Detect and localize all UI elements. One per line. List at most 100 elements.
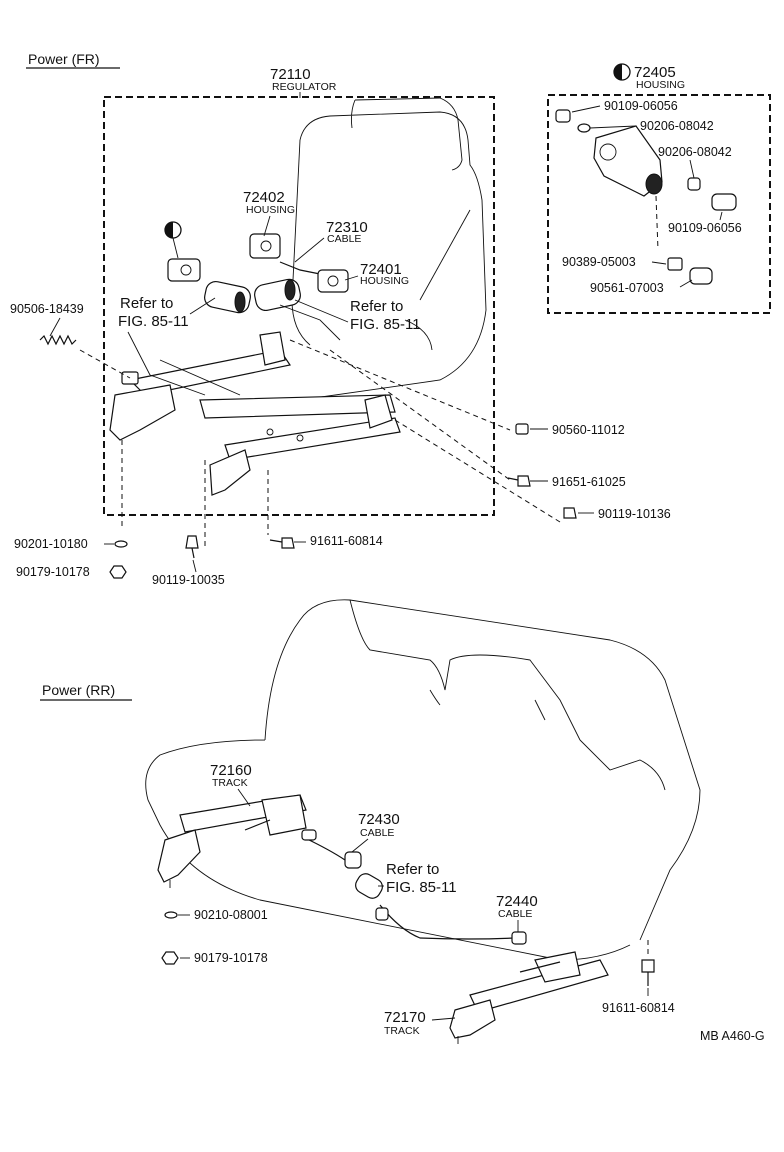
- track-left-screw: [244, 819, 271, 831]
- bolt-90119b-shaft: [191, 547, 195, 559]
- track-left-gearbox: [261, 794, 307, 836]
- front-rail-assembly: [109, 331, 401, 496]
- label-90201: 90201-10180: [14, 537, 88, 551]
- label-91651: 91651-61025: [552, 475, 626, 489]
- bolt-91611a-shaft: [269, 539, 283, 543]
- rear-seat-outline: [145, 599, 701, 961]
- label-91611b: 91611-60814: [602, 1001, 675, 1015]
- front-motor-assembly: [167, 233, 349, 341]
- rail-lower: [224, 417, 401, 461]
- front-seat-outline: [291, 97, 487, 401]
- refer-2-leader: [294, 299, 349, 323]
- track-right-gearbox: [534, 951, 581, 983]
- half-filled-circle-icon: [613, 63, 631, 81]
- housing-72402-hole: [260, 240, 272, 252]
- track-b-number: 72170: [384, 1009, 426, 1026]
- spring-90506: [39, 334, 77, 346]
- clip-90389: [667, 257, 683, 271]
- housing-b-name: HOUSING: [360, 275, 409, 287]
- refer-1-leader-b: [127, 331, 151, 376]
- label-90506: 90506-18439: [10, 302, 84, 316]
- refer-3-line2: FIG. 85-11: [386, 879, 457, 896]
- leader-seatback: [419, 209, 471, 301]
- rear-section: Power (RR) 72160 TRACK 72430 CABLE Refer…: [40, 599, 701, 1044]
- bolt-90119b: [185, 535, 199, 549]
- regulator-number: 72110: [270, 66, 311, 83]
- leader-90561: [679, 279, 693, 288]
- leader-90206a: [589, 125, 637, 129]
- washer-90201: [114, 540, 128, 548]
- cable-a-name: CABLE: [327, 233, 361, 245]
- cable-72310-shape: [279, 261, 321, 275]
- rail-upright: [259, 331, 286, 366]
- cable-d-name: CABLE: [498, 908, 532, 920]
- leader-90389: [651, 261, 667, 265]
- label-90109a: 90109-06056: [604, 99, 678, 113]
- track-right-screw: [519, 961, 561, 973]
- cable-c-number: 72430: [358, 811, 400, 828]
- section-title-front: Power (FR): [28, 51, 100, 67]
- leader-90109b: [719, 211, 723, 221]
- rail-upright-right: [364, 394, 393, 429]
- dash-90119a: [394, 419, 561, 523]
- cable-c-leader: [351, 838, 369, 853]
- rail-cables: [149, 359, 241, 396]
- washer-90210: [164, 911, 178, 919]
- rear-motor: [355, 873, 383, 899]
- nut-90179a: [109, 565, 127, 579]
- refer-2-line1: Refer to: [350, 298, 403, 315]
- label-90210: 90210-08001: [194, 908, 268, 922]
- cable-72430-end: [301, 829, 317, 841]
- housing-72405-bore: [599, 143, 617, 161]
- bolt-91651-shaft: [507, 477, 519, 481]
- refer-2-line2: FIG. 85-11: [350, 316, 421, 333]
- housing-a-name: HOUSING: [246, 204, 295, 216]
- cable-c-name: CABLE: [360, 827, 394, 839]
- rail-bolt-a: [266, 428, 274, 436]
- housing-72402: [249, 233, 281, 259]
- screw-90109b: [711, 193, 737, 211]
- catalog-code: MB A460-G: [700, 1029, 765, 1043]
- dash-90560: [289, 339, 511, 431]
- housing-box-name: HOUSING: [636, 79, 685, 91]
- rail-foot-front: [209, 449, 251, 496]
- refer-1-line2: FIG. 85-11: [118, 313, 189, 330]
- track-72160: [157, 794, 307, 888]
- housing-a-number: 72402: [243, 189, 285, 206]
- housing-b-number: 72401: [360, 261, 402, 278]
- label-90179b: 90179-10178: [194, 951, 268, 965]
- cable-72440-shape: [379, 904, 516, 940]
- bolt-91611a: [281, 537, 295, 549]
- housing-block-left-hole: [180, 264, 192, 276]
- cable-a-number: 72310: [326, 219, 368, 236]
- rail-bolt-b: [296, 434, 304, 442]
- half-filled-circle-icon: [164, 221, 182, 239]
- front-section: Power (FR) 72110 REGULATOR: [10, 51, 771, 587]
- refer-3-line1: Refer to: [386, 861, 439, 878]
- housing-72401: [317, 269, 349, 293]
- housing-72401-hole: [327, 275, 339, 287]
- housing-block-left: [167, 258, 201, 282]
- leader-90119b: [192, 559, 197, 573]
- housing-a-leader: [263, 215, 271, 237]
- bolt-90119a: [563, 507, 577, 519]
- housing-72405-end: [645, 173, 663, 195]
- regulator-group-box: [103, 96, 495, 516]
- leader-90506: [49, 317, 61, 337]
- track-b-leader: [431, 1017, 456, 1021]
- motor-left-cap: [234, 291, 246, 313]
- label-90561: 90561-07003: [590, 281, 664, 295]
- rear-motor-end: [375, 907, 389, 921]
- label-90206a: 90206-08042: [640, 119, 714, 133]
- label-90206b: 90206-08042: [658, 145, 732, 159]
- cable-72440-end: [511, 931, 527, 945]
- bolt-91611b: [641, 959, 655, 973]
- housing-detail-parts: [555, 109, 737, 285]
- track-a-leader: [237, 788, 251, 807]
- refer-1-line1: Refer to: [120, 295, 173, 312]
- housing-box-number: 72405: [634, 64, 676, 81]
- regulator-name: REGULATOR: [272, 81, 337, 93]
- section-title-rear: Power (RR): [42, 682, 115, 698]
- label-91611a: 91611-60814: [310, 534, 383, 548]
